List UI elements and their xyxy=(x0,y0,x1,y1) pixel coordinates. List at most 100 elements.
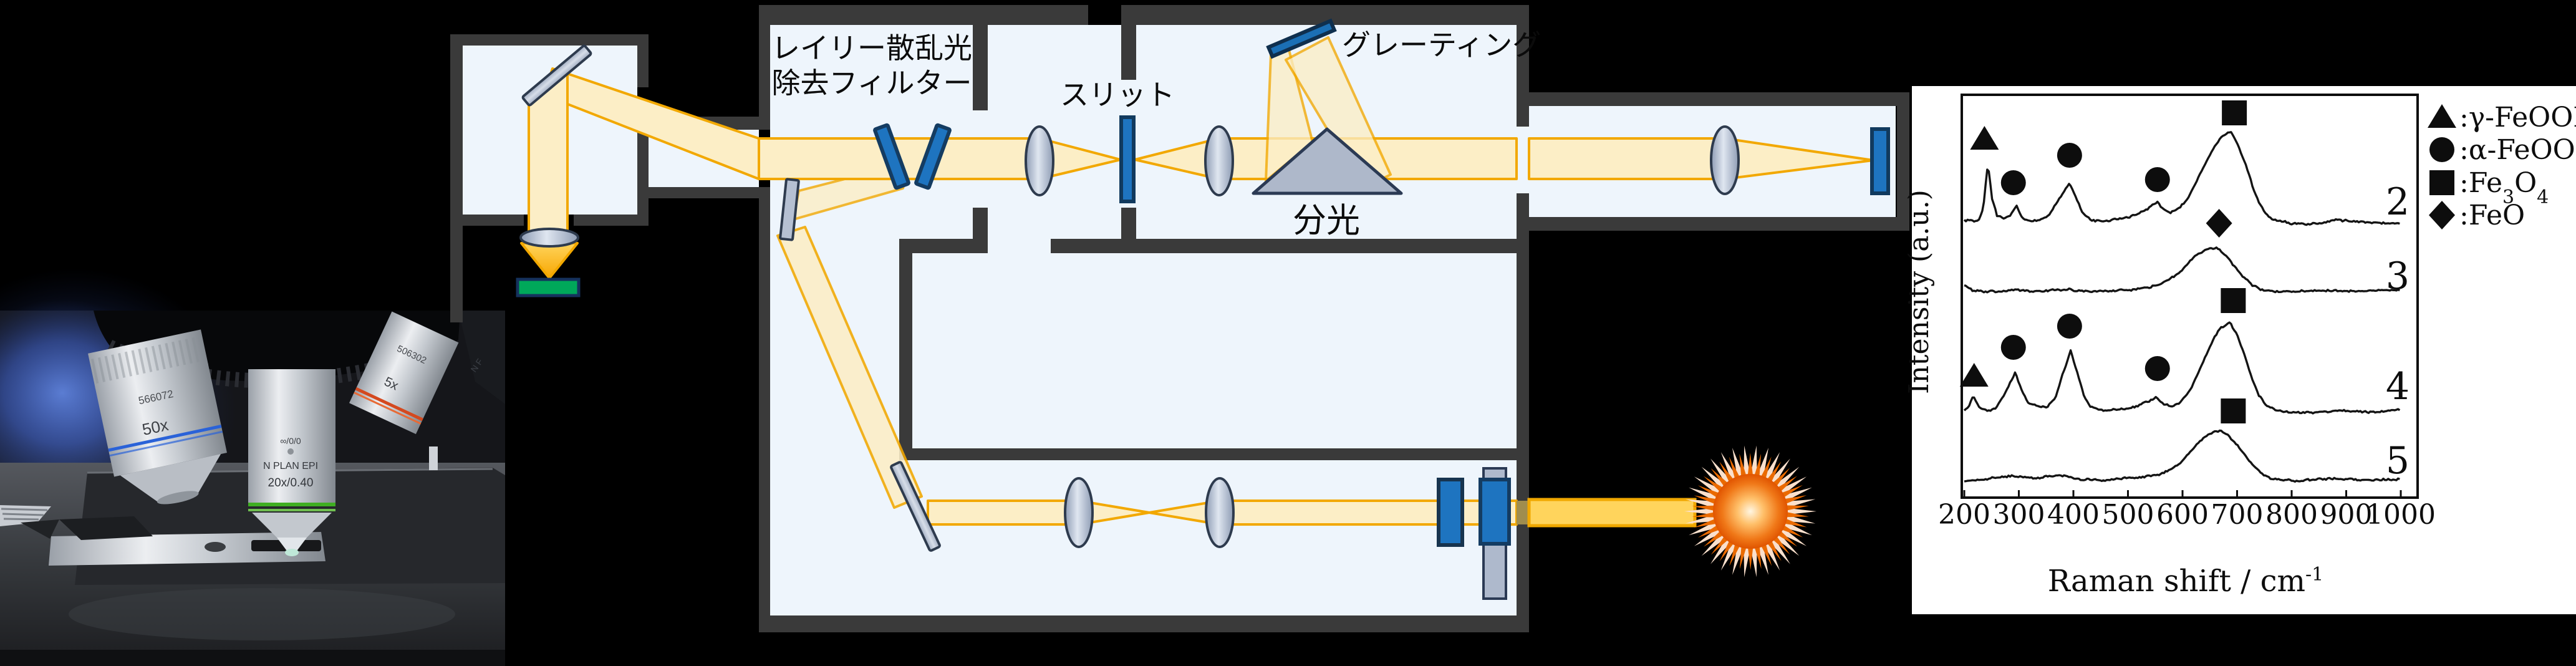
objective-50x-cone xyxy=(120,454,221,502)
laser-relay-lens-1 xyxy=(1064,477,1094,548)
objective-20x-cone xyxy=(252,513,332,538)
slide-hole xyxy=(205,542,226,552)
objective-50x-knurl-ridges xyxy=(91,335,206,384)
enclosure-walls xyxy=(450,5,1909,632)
marker-square xyxy=(2221,288,2246,313)
objective-20x-green-ring xyxy=(248,503,335,506)
main-box-interior xyxy=(770,25,1517,615)
beam-diagonal-to-mirror xyxy=(776,226,923,509)
marker-circle xyxy=(2144,167,2170,192)
marker-square xyxy=(2221,398,2246,423)
beam-paths xyxy=(520,36,1874,526)
main-box-wall-right-lower xyxy=(1517,193,1529,632)
dispersion-prism xyxy=(1252,127,1403,195)
x-tick-label: 500 xyxy=(2102,499,2154,531)
inner-wall-h1-left xyxy=(899,239,987,253)
marker-circle xyxy=(2429,137,2454,162)
diffraction-grating xyxy=(1266,18,1337,59)
objective-20x-dot xyxy=(287,448,294,455)
marker-diamond xyxy=(2429,201,2455,229)
objective-behind xyxy=(458,311,505,404)
laser-source xyxy=(1684,445,1816,577)
marker-triangle xyxy=(2428,104,2456,128)
objective-50x-blue-ring xyxy=(108,424,222,452)
x-tick-label: 700 xyxy=(2211,499,2264,531)
marker-square xyxy=(2222,100,2247,125)
objective-focus-lens xyxy=(519,228,579,248)
objective-5x: 506302 5x xyxy=(349,311,459,435)
slit-entry-lens xyxy=(1025,125,1054,196)
slit-plate xyxy=(1119,115,1136,203)
main-box-wall-top-left xyxy=(759,5,1088,25)
legend-entry: :Fe3O4 xyxy=(2459,167,2549,208)
objective-20x-mag: 20x/0.40 xyxy=(268,476,314,490)
chart-x-axis-label: Raman shift / cm-1 xyxy=(2048,564,2323,599)
main-box-wall-bottom xyxy=(759,615,1529,632)
objective-50x-tip xyxy=(157,491,199,504)
stage-clamp-2 xyxy=(21,519,59,539)
objective-50x-body xyxy=(95,363,227,477)
x-tick-label: 400 xyxy=(2047,499,2100,531)
x-tick-label: 800 xyxy=(2265,499,2318,531)
chart-y-axis-label: Intensity (a.u.) xyxy=(1903,190,1935,394)
filter-chamber-stub-bottom xyxy=(973,208,988,253)
detector-arm-wall-top xyxy=(1529,92,1909,106)
marker-square xyxy=(2429,170,2454,195)
spectrum-number-5: 5 xyxy=(2386,439,2410,483)
laser-relay-lens-2 xyxy=(1205,477,1235,548)
objective-20x-body xyxy=(248,382,335,503)
objective-20x-cone-tip xyxy=(277,538,307,550)
laser-line-filter-1 xyxy=(1437,478,1464,547)
laser-line-filter-2 xyxy=(1479,478,1511,546)
objective-50x: 566072 50x xyxy=(88,329,227,504)
diagram-labels: レイリー散乱光 除去フィルター スリット グレーティング 分光 xyxy=(771,28,1541,240)
legend-entry: :α-FeOOH xyxy=(2459,134,2576,166)
marker-circle xyxy=(2144,356,2170,381)
spectrum-curve-4 xyxy=(1963,321,2401,415)
marker-triangle xyxy=(1959,363,1989,387)
beam-detector-arm xyxy=(1528,137,1726,180)
marker-circle xyxy=(2000,170,2026,195)
sample-target xyxy=(516,278,581,297)
main-box-wall-left-upper xyxy=(759,5,770,117)
main-box-wall-left-lower xyxy=(759,198,770,632)
rayleigh-filter-label-line1: レイリー散乱光 xyxy=(771,31,972,65)
spectrum-curve-3 xyxy=(1964,246,2400,294)
left-box-wall-right-upper xyxy=(637,34,649,87)
steering-mirror-bottom xyxy=(890,461,941,552)
x-tick-label: 200 xyxy=(1938,499,1990,531)
beam-laser-arm-1 xyxy=(927,500,1080,526)
marker-circle xyxy=(2057,143,2082,168)
right-wall-beam-gap xyxy=(1517,127,1529,193)
objective-50x-blue-ring-2 xyxy=(109,430,223,457)
x-tick-label: 300 xyxy=(1993,499,2045,531)
objective-20x-infinity: ∞/0/0 xyxy=(280,436,301,446)
steering-mirror-top xyxy=(521,44,592,107)
detector-focus-lens xyxy=(1710,125,1740,195)
slit-stub-bottom xyxy=(1121,208,1136,253)
marker-triangle xyxy=(1970,126,1999,150)
objective-20x-collar xyxy=(248,369,335,383)
rayleigh-filter-plate-left xyxy=(873,123,910,190)
objective-20x: ∞/0/0 N PLAN EPI 20x/0.40 xyxy=(248,369,335,556)
spectrum-number-3: 3 xyxy=(2386,254,2410,298)
inner-wall-h2 xyxy=(899,448,1517,460)
collimating-lens xyxy=(1204,125,1234,196)
passage-wall-bottom xyxy=(649,187,770,198)
objective-20x-name: N PLAN EPI xyxy=(263,461,318,471)
detector-arm-wall-cap xyxy=(1897,92,1909,231)
x-tick-label: 900 xyxy=(2320,499,2373,531)
inner-wall-vertical xyxy=(899,239,912,460)
beam-through-wall xyxy=(1517,501,1529,524)
spectrum-number-4: 4 xyxy=(2386,365,2410,408)
rayleigh-filter-plate-right xyxy=(914,123,952,190)
stage-knob-ridges xyxy=(1,508,48,521)
filter-chamber-stub-top xyxy=(973,25,988,110)
objective-20x-green-ring-2 xyxy=(248,509,335,511)
legend-entry: :γ-FeOOH xyxy=(2459,102,2576,133)
spectrum-number-2: 2 xyxy=(2386,180,2410,224)
beam-laser-arm-2 xyxy=(1218,500,1518,526)
rayleigh-filter-label-line2: 除去フィルター xyxy=(771,66,972,100)
